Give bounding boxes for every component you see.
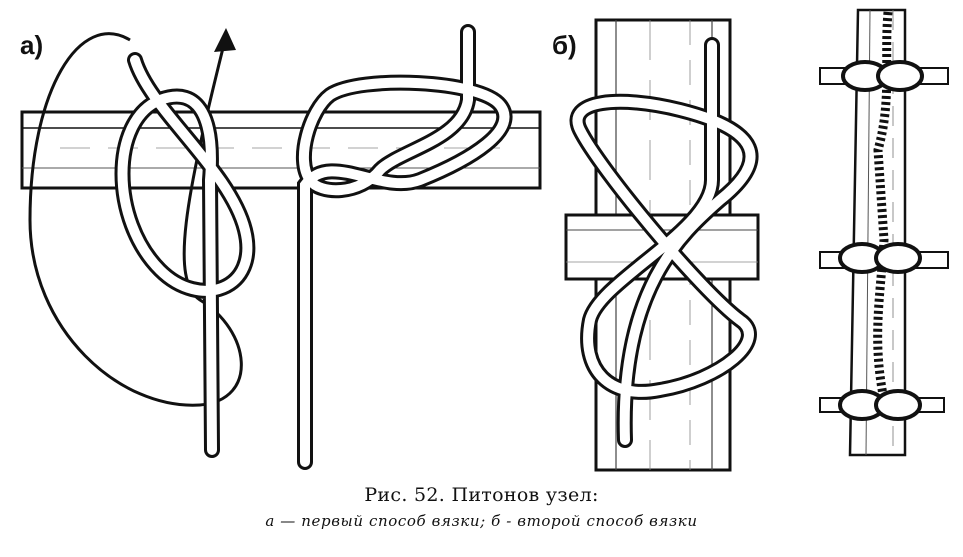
- panel-ladder-illustration: [819, 8, 949, 457]
- arrow-head-icon: [214, 28, 236, 52]
- panel-a-label: а): [20, 30, 44, 60]
- caption-title: Рис. 52. Питонов узел:: [364, 484, 599, 506]
- panel-b-label: б): [552, 30, 577, 60]
- ladder-rope: [873, 11, 893, 401]
- rope-figure-eight-b: [569, 37, 759, 448]
- panel-b-illustration: [564, 18, 760, 472]
- ladder-rung-middle: [819, 242, 949, 274]
- figure-caption: Рис. 52. Питонов узел: а — первый способ…: [0, 484, 963, 530]
- ladder-rung-bottom: [819, 389, 945, 421]
- arrow-line: [28, 32, 243, 407]
- caption-subtitle: а — первый способ вязки; б - второй спос…: [265, 512, 698, 530]
- panel-a-illustration: [20, 24, 542, 470]
- rope-left-a: [114, 52, 256, 458]
- knot-figure: [20, 8, 949, 472]
- ladder-rung-top: [819, 60, 949, 92]
- rope-right-a: [295, 24, 513, 470]
